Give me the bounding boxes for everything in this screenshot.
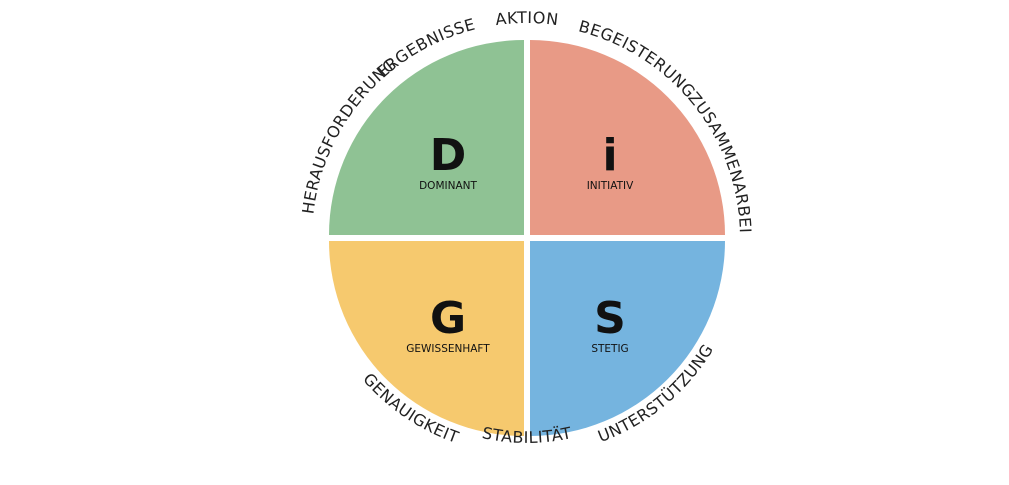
quadrant-g <box>329 241 524 436</box>
quadrant-d <box>329 40 524 235</box>
ring-label-stabilitaet: STABILITÄT <box>481 423 573 447</box>
label-initiativ: INITIATIV <box>587 180 634 192</box>
svg-text:AKTION: AKTION <box>494 8 559 29</box>
quadrant-s <box>530 241 725 436</box>
letter-d: D <box>430 130 467 181</box>
ring-label-aktion: AKTION <box>494 8 559 29</box>
label-gewissenhaft: GEWISSENHAFT <box>406 343 490 355</box>
letter-s: S <box>594 293 626 344</box>
label-stetig: STETIG <box>591 343 628 355</box>
quadrant-i <box>530 40 725 235</box>
label-dominant: DOMINANT <box>419 180 477 192</box>
svg-text:STABILITÄT: STABILITÄT <box>481 423 574 447</box>
letter-g: G <box>430 293 466 344</box>
letter-i: i <box>602 130 617 181</box>
